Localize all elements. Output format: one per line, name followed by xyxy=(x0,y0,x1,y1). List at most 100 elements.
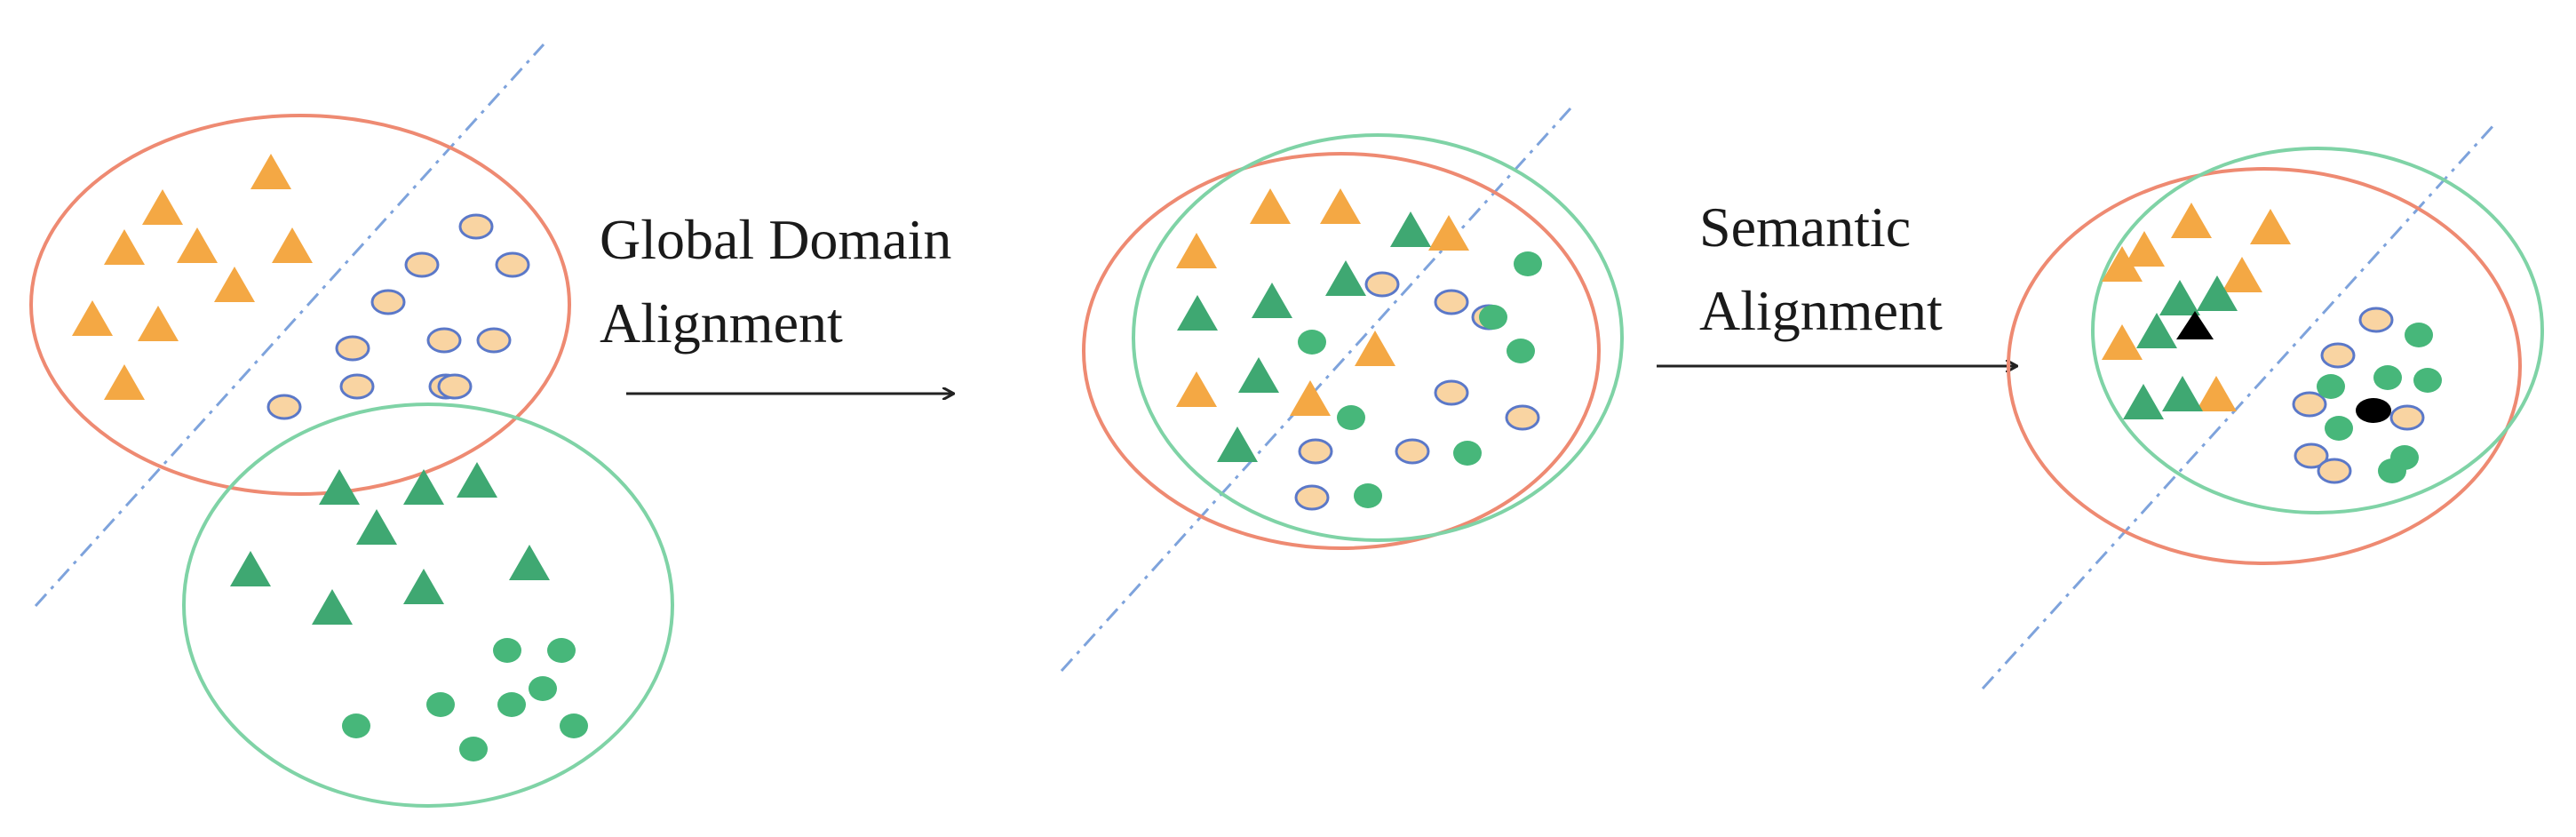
source-triangle xyxy=(1250,188,1291,224)
target-triangle xyxy=(403,469,444,505)
source-triangles xyxy=(1176,188,1469,416)
target-triangle xyxy=(2123,384,2164,419)
source-circle xyxy=(2320,342,2356,369)
target-circle xyxy=(2405,323,2433,347)
source-triangle xyxy=(177,227,218,263)
source-circle xyxy=(1434,289,1469,315)
source-triangle xyxy=(1290,380,1331,416)
source-triangle xyxy=(1176,233,1217,268)
source-circle xyxy=(404,251,440,278)
source-circle xyxy=(335,335,370,362)
panel-after-global-alignment xyxy=(1060,107,1624,673)
target-triangle xyxy=(1390,211,1431,247)
target-triangle xyxy=(2162,376,2203,411)
target-triangle xyxy=(1252,283,1292,318)
source-triangle xyxy=(214,267,255,302)
decision-boundary-line xyxy=(34,43,545,608)
target-triangles xyxy=(2123,275,2238,419)
target-circles xyxy=(2317,323,2442,483)
source-triangle xyxy=(2222,257,2262,292)
source-triangle xyxy=(272,227,313,263)
target-circle xyxy=(2325,416,2353,441)
source-circle xyxy=(1298,438,1333,465)
decision-boundary-line xyxy=(1060,107,1572,673)
target-triangle xyxy=(1238,357,1279,393)
source-triangle xyxy=(104,229,145,265)
target-circle xyxy=(493,638,521,663)
target-triangle xyxy=(403,569,444,604)
source-circle xyxy=(476,327,512,354)
source-circle xyxy=(2294,442,2329,469)
source-triangles xyxy=(2102,203,2291,411)
source-triangle xyxy=(2102,324,2143,360)
target-circle xyxy=(497,692,526,717)
source-circle xyxy=(339,373,375,400)
decision-boundary-line xyxy=(1981,121,2498,690)
source-circle xyxy=(2389,404,2425,431)
target-triangle xyxy=(312,589,353,625)
source-circle xyxy=(370,289,406,315)
target-triangle xyxy=(2136,313,2177,348)
target-triangle xyxy=(1217,426,1258,462)
target-triangle xyxy=(457,462,497,498)
source-domain-ellipse xyxy=(29,114,571,496)
target-triangle xyxy=(509,545,550,580)
source-circle xyxy=(1364,271,1400,298)
target-triangle xyxy=(356,509,397,545)
panel-before-alignment xyxy=(29,43,674,808)
circle-class-prototype-marker xyxy=(2356,398,2391,423)
target-triangle xyxy=(2197,275,2238,311)
target-circle xyxy=(2317,374,2345,399)
source-triangle xyxy=(1428,215,1469,251)
target-circle xyxy=(1354,483,1382,508)
source-triangle xyxy=(1320,188,1361,224)
source-circle xyxy=(1294,484,1330,511)
target-circle xyxy=(2378,458,2406,483)
semantic-alignment-label-line2: Alignment xyxy=(1699,279,1943,342)
source-triangle xyxy=(2171,203,2212,238)
global-alignment-label-line1: Global Domain xyxy=(600,208,952,271)
target-circle xyxy=(1453,441,1482,466)
source-triangle xyxy=(1355,331,1395,366)
target-circle xyxy=(560,713,588,738)
source-circle xyxy=(495,251,530,278)
source-triangles xyxy=(72,154,313,400)
source-circle xyxy=(1505,404,1540,431)
source-circle xyxy=(437,373,473,400)
target-circle xyxy=(1479,305,1507,330)
target-circle xyxy=(1514,251,1542,276)
source-circle xyxy=(1395,438,1430,465)
source-triangle xyxy=(2102,246,2143,282)
source-triangle xyxy=(142,189,183,225)
target-circle xyxy=(342,713,370,738)
source-triangle xyxy=(250,154,291,189)
target-triangle xyxy=(230,551,271,586)
source-circle xyxy=(426,327,462,354)
target-triangles xyxy=(230,462,550,625)
source-triangle xyxy=(104,364,145,400)
target-circle xyxy=(1298,330,1326,355)
triangle-class-prototype-marker xyxy=(2176,311,2214,339)
source-triangle xyxy=(2124,231,2165,267)
target-domain-ellipse xyxy=(2091,147,2544,514)
source-circle xyxy=(458,213,494,240)
target-circle xyxy=(2413,368,2442,393)
target-circle xyxy=(2373,365,2402,390)
source-triangle xyxy=(2196,376,2237,411)
panel-after-semantic-alignment xyxy=(1981,121,2544,690)
source-domain-ellipse xyxy=(2007,167,2522,565)
source-triangle xyxy=(138,306,179,341)
target-triangle xyxy=(1325,260,1366,296)
global-alignment-label-line2: Alignment xyxy=(600,291,843,355)
target-circle xyxy=(547,638,576,663)
source-triangle xyxy=(2250,209,2291,244)
source-circles xyxy=(266,213,530,420)
target-domain-ellipse xyxy=(182,403,674,808)
source-triangle xyxy=(1176,371,1217,407)
target-circles xyxy=(1298,251,1542,508)
target-circle xyxy=(426,692,455,717)
source-circle xyxy=(266,394,302,420)
source-circle xyxy=(2317,458,2352,484)
target-circle xyxy=(459,737,488,761)
